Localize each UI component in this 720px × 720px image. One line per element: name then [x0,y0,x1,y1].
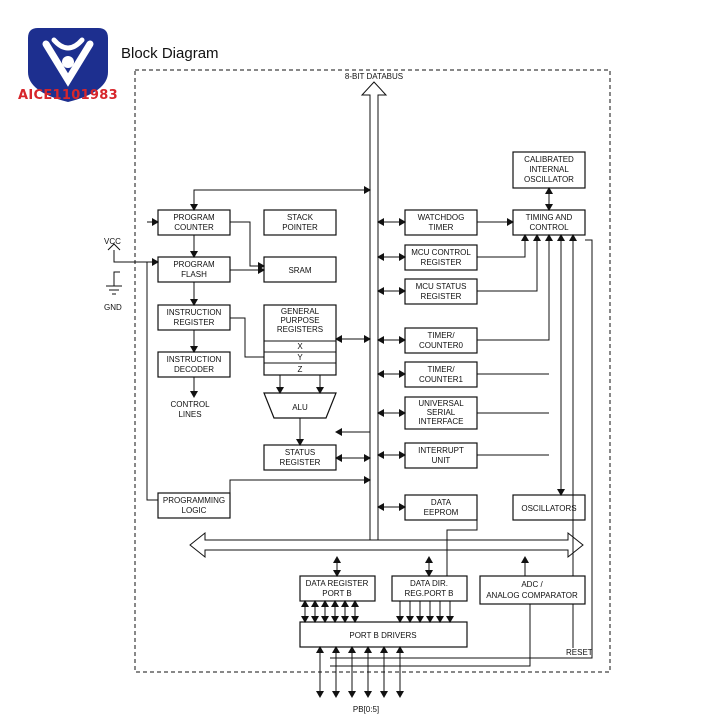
calibrated-oscillator-block: CALIBRATED INTERNAL OSCILLATOR [512,151,586,189]
gpr-block: GENERAL PURPOSE REGISTERS X Y Z [263,304,337,376]
svg-text:TIMER/: TIMER/ [427,331,455,340]
control-lines-label-2: LINES [178,410,201,419]
adc-block: ADC / ANALOG COMPARATOR [479,575,586,605]
oscillators-block: OSCILLATORS [512,494,586,521]
watchdog-timer-block: WATCHDOG TIMER [404,209,478,236]
svg-text:INSTRUCTION: INSTRUCTION [167,308,222,317]
driver-links [301,600,454,623]
svg-text:TIMER/: TIMER/ [427,365,455,374]
svg-text:OSCILLATORS: OSCILLATORS [521,504,576,513]
usi-block: UNIVERSAL SERIAL INTERFACE [404,396,478,430]
svg-text:PROGRAMMING: PROGRAMMING [163,496,225,505]
svg-text:COUNTER: COUNTER [174,223,214,232]
svg-text:REGISTER: REGISTER [421,292,462,301]
databus-arrow [360,81,388,540]
svg-text:PURPOSE: PURPOSE [280,316,319,325]
svg-text:ANALOG COMPARATOR: ANALOG COMPARATOR [486,591,578,600]
svg-text:X: X [297,342,303,351]
svg-text:Y: Y [297,353,303,362]
svg-text:REGISTER: REGISTER [174,318,215,327]
svg-text:REG.PORT B: REG.PORT B [404,589,453,598]
timer-counter1-block: TIMER/ COUNTER1 [404,361,478,388]
svg-text:CALIBRATED: CALIBRATED [524,155,574,164]
pb-pins [316,646,404,698]
instruction-decoder-block: INSTRUCTION DECODER [157,351,231,378]
svg-text:DATA REGISTER: DATA REGISTER [306,579,369,588]
svg-text:LOGIC: LOGIC [182,506,207,515]
svg-text:COUNTER0: COUNTER0 [419,341,464,350]
svg-text:COUNTER1: COUNTER1 [419,375,464,384]
svg-text:OSCILLATOR: OSCILLATOR [524,175,574,184]
svg-text:PORT B DRIVERS: PORT B DRIVERS [349,631,416,640]
svg-text:CONTROL: CONTROL [529,223,569,232]
svg-text:MCU CONTROL: MCU CONTROL [411,248,471,257]
alu-block: ALU [263,392,337,419]
status-register-block: STATUS REGISTER [263,444,337,471]
svg-text:STACK: STACK [287,213,314,222]
svg-text:GENERAL: GENERAL [281,307,320,316]
svg-text:DATA DIR.: DATA DIR. [410,579,448,588]
svg-text:INSTRUCTION: INSTRUCTION [167,355,222,364]
timer-counter0-block: TIMER/ COUNTER0 [404,327,478,354]
svg-text:SRAM: SRAM [288,266,311,275]
svg-text:ADC /: ADC / [521,580,543,589]
instruction-register-block: INSTRUCTION REGISTER [157,304,231,331]
brand-logo-icon [28,28,108,102]
svg-text:SERIAL: SERIAL [427,408,456,417]
svg-text:INTERNAL: INTERNAL [529,165,569,174]
vcc-label: VCC [104,237,121,246]
databus-label: 8-BIT DATABUS [345,72,403,81]
svg-text:POINTER: POINTER [282,223,318,232]
gnd-label: GND [104,303,122,312]
svg-text:TIMER: TIMER [429,223,454,232]
mcu-status-register-block: MCU STATUS REGISTER [404,278,478,305]
svg-text:DATA: DATA [431,498,452,507]
svg-text:UNIVERSAL: UNIVERSAL [418,399,464,408]
svg-text:EEPROM: EEPROM [424,508,459,517]
svg-text:INTERRUPT: INTERRUPT [418,446,464,455]
svg-text:REGISTER: REGISTER [280,458,321,467]
timing-and-control-block: TIMING AND CONTROL [512,209,586,236]
svg-text:WATCHDOG: WATCHDOG [418,213,465,222]
internal-bus-arrow [189,531,584,559]
programming-logic-block: PROGRAMMING LOGIC [157,492,231,519]
svg-text:STATUS: STATUS [285,448,315,457]
page-title: Block Diagram [121,45,219,62]
svg-text:ALU: ALU [292,403,308,412]
svg-text:REGISTER: REGISTER [421,258,462,267]
svg-text:INTERFACE: INTERFACE [419,417,464,426]
port-b-drivers-block: PORT B DRIVERS [299,621,468,648]
data-dir-reg-port-b-block: DATA DIR. REG.PORT B [391,575,468,602]
svg-text:PROGRAM: PROGRAM [173,260,215,269]
control-lines-label: CONTROL [170,400,210,409]
brand-text: AICE1101983 [18,88,118,103]
stack-pointer-block: STACK POINTER [263,209,337,236]
svg-text:TIMING AND: TIMING AND [526,213,573,222]
svg-text:PROGRAM: PROGRAM [173,213,215,222]
reset-label: RESET [566,648,593,657]
svg-text:REGISTERS: REGISTERS [277,325,323,334]
svg-text:MCU STATUS: MCU STATUS [416,282,467,291]
program-flash-block: PROGRAM FLASH [157,256,231,283]
mcu-control-register-block: MCU CONTROL REGISTER [404,244,478,271]
data-register-port-b-block: DATA REGISTER PORT B [299,575,376,602]
sram-block: SRAM [263,256,337,283]
svg-text:PORT B: PORT B [322,589,352,598]
program-counter-block: PROGRAM COUNTER [157,209,231,236]
svg-text:FLASH: FLASH [181,270,207,279]
interrupt-unit-block: INTERRUPT UNIT [404,442,478,469]
pins-label: PB[0:5] [353,705,379,714]
svg-text:Z: Z [298,365,303,374]
svg-text:DECODER: DECODER [174,365,214,374]
svg-text:UNIT: UNIT [432,456,451,465]
data-eeprom-block: DATA EEPROM [404,494,478,521]
